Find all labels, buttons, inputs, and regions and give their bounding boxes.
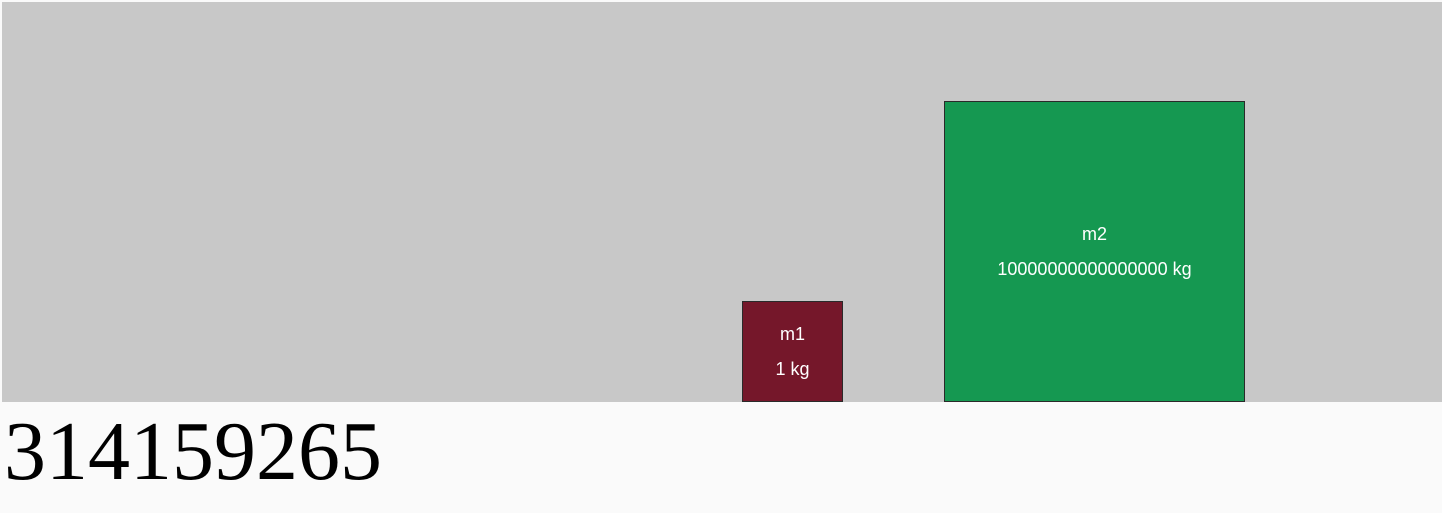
collision-counter: 314159265 bbox=[4, 405, 382, 498]
block-m1: m1 1 kg bbox=[742, 301, 843, 402]
block-m1-mass: 1 kg bbox=[775, 359, 810, 379]
block-m2-mass: 10000000000000000 kg bbox=[997, 259, 1192, 279]
block-m2-name: m2 bbox=[1081, 224, 1107, 244]
block-m2: m2 10000000000000000 kg bbox=[944, 101, 1245, 402]
simulation-canvas: m1 1 kg m2 10000000000000000 kg bbox=[2, 2, 1442, 402]
block-m1-name: m1 bbox=[779, 324, 805, 344]
